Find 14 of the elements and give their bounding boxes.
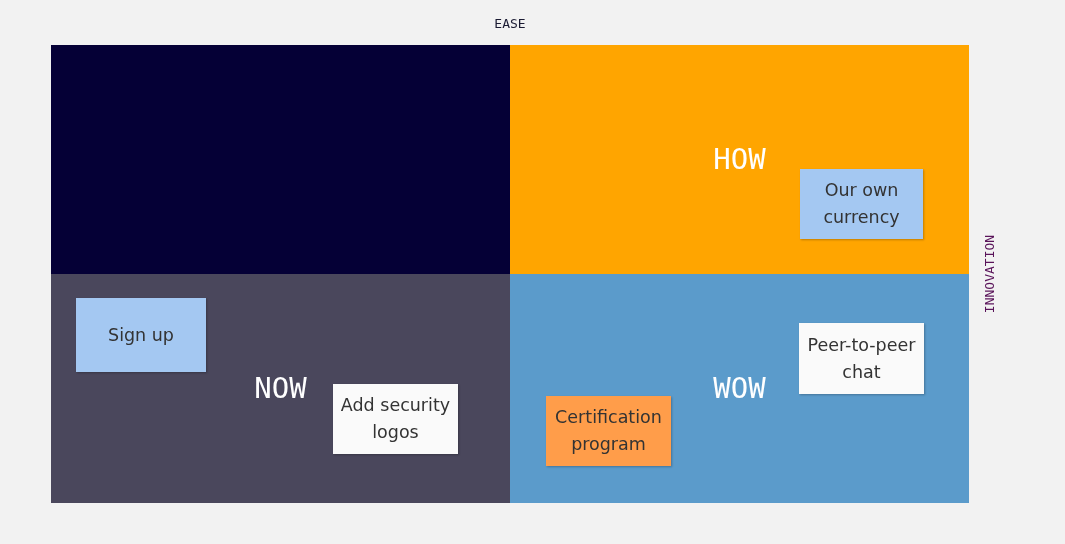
- quadrant-panel: [510, 274, 969, 503]
- quadrant-label: HOW: [713, 143, 766, 176]
- axis-label: EASE: [494, 16, 526, 32]
- axis-label: INNOVATION: [982, 234, 998, 314]
- sticky-note: Sign up: [76, 298, 206, 372]
- quadrant-label: WOW: [713, 372, 766, 405]
- sticky-note: Our own currency: [800, 169, 923, 239]
- quadrant-panel: [51, 45, 510, 274]
- quadrant-panel: [510, 45, 969, 274]
- sticky-note: Certification program: [546, 396, 671, 466]
- sticky-note: Peer-to-peer chat: [799, 323, 924, 394]
- quadrant-label: NOW: [254, 372, 307, 405]
- quadrant-panel: [51, 274, 510, 503]
- sticky-note: Add security logos: [333, 384, 458, 454]
